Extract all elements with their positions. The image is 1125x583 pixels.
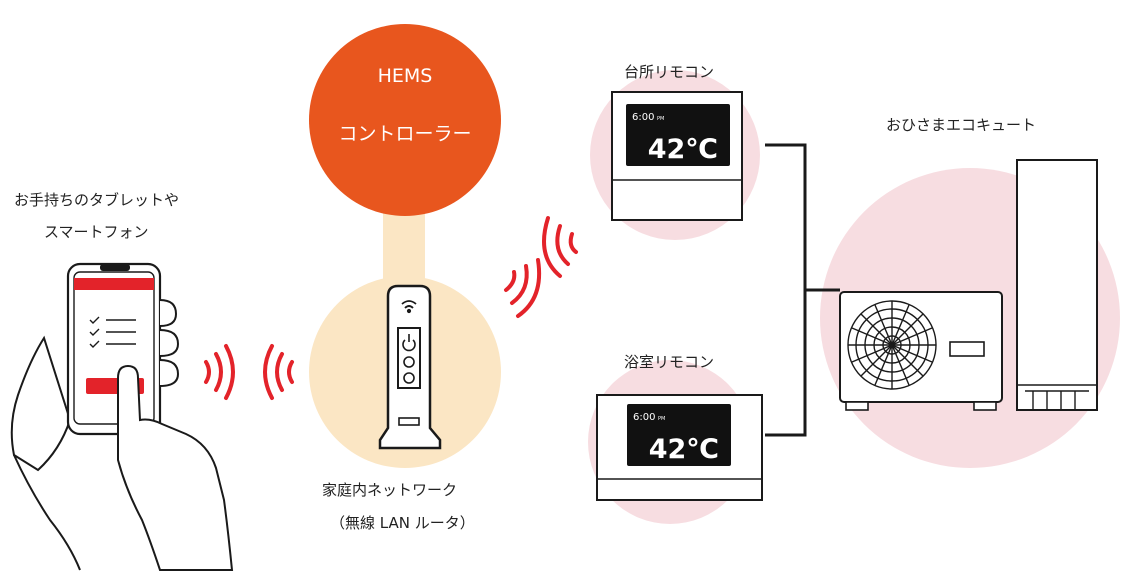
wireless-router <box>378 284 442 450</box>
bath-remote <box>596 394 763 501</box>
wifi-icon <box>401 300 417 314</box>
router-indicator-1 <box>403 356 415 368</box>
router-indicator-2 <box>403 372 415 384</box>
router-port <box>398 417 420 426</box>
kitchen-remote-label: 台所リモコン <box>624 63 715 81</box>
smartphone-with-hand <box>10 262 234 571</box>
hems-title: HEMS <box>377 65 433 87</box>
router-label-line2: （無線 LAN ルータ） <box>330 514 475 532</box>
hand-fingers <box>159 299 180 387</box>
bath-remote-screen <box>627 404 731 466</box>
wifi-waves-router-left <box>263 344 294 400</box>
storage-tank-unit <box>1016 159 1098 411</box>
wifi-waves-remote <box>542 216 578 278</box>
app-header-bar <box>74 278 154 290</box>
wired-connection-lines <box>765 143 840 437</box>
bath-remote-ampm: PM <box>658 416 665 422</box>
bath-remote-temp: 42℃ <box>649 434 719 465</box>
wifi-waves-phone <box>204 344 235 400</box>
fan-icon <box>847 300 937 390</box>
kitchen-remote-time: 6:00 <box>632 112 654 123</box>
pointing-finger <box>117 364 234 571</box>
phone-notch <box>100 264 130 271</box>
tablet-label-line2: スマートフォン <box>44 223 149 241</box>
hems-controller-circle <box>309 24 501 216</box>
ecocute-label: おひさまエコキュート <box>886 116 1037 134</box>
kitchen-remote-temp: 42℃ <box>648 134 718 165</box>
kitchen-remote-screen <box>626 104 730 166</box>
bath-remote-time: 6:00 <box>633 412 655 423</box>
heat-pump-unit <box>839 291 1003 411</box>
router-label-line1: 家庭内ネットワーク <box>322 481 458 499</box>
kitchen-remote-ampm: PM <box>657 116 664 122</box>
hems-subtitle: コントローラー <box>338 123 472 145</box>
bath-remote-label: 浴室リモコン <box>624 353 715 371</box>
kitchen-remote <box>611 91 743 221</box>
heat-pump-panel <box>949 341 985 357</box>
power-icon <box>402 334 416 352</box>
checklist-icon <box>89 316 136 348</box>
tablet-label-line1: お手持ちのタブレットや <box>14 191 180 209</box>
wifi-waves-router-right <box>504 258 542 318</box>
